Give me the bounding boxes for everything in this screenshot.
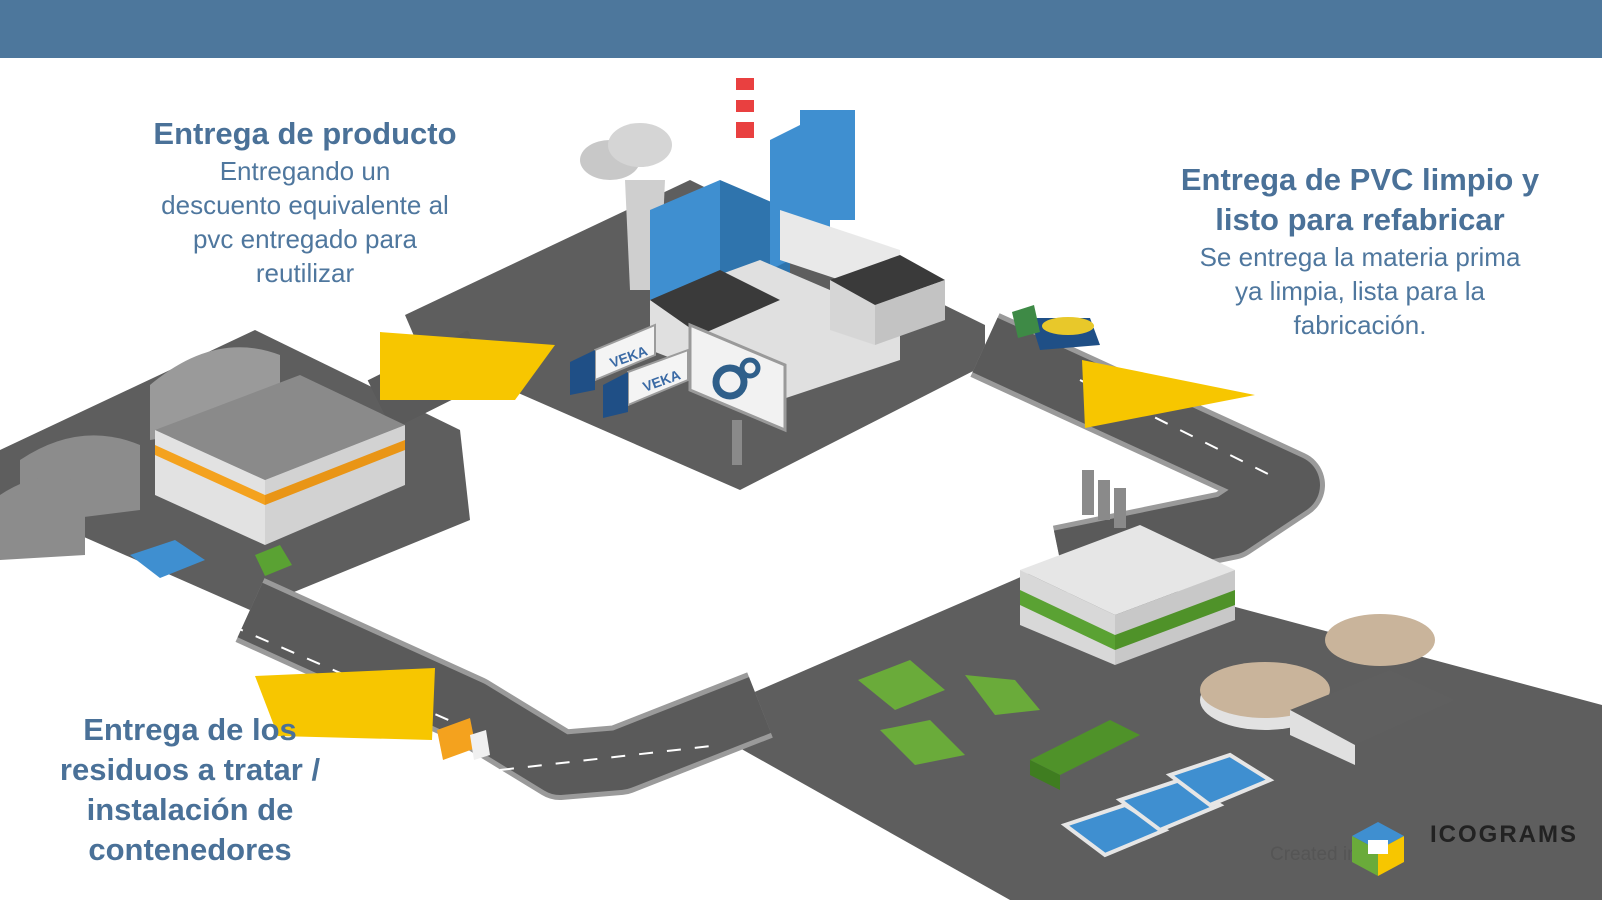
- icograms-logo: Created in ICOGRAMS: [1270, 818, 1590, 878]
- label-line: fabricación.: [1293, 310, 1427, 340]
- label-title: Entrega de producto: [153, 116, 457, 151]
- label-line: reutilizar: [255, 258, 355, 288]
- header-bar: [0, 0, 1602, 58]
- factory-icon: [580, 78, 945, 400]
- gear-billboard-icon: [688, 322, 787, 465]
- label-line: Se entrega la materia prima: [1199, 242, 1521, 272]
- label-line: descuento equivalente al: [161, 190, 449, 220]
- label-line: Entregando un: [219, 156, 391, 186]
- arrow-icon: [255, 332, 1255, 740]
- label-title: residuos a tratar /: [59, 752, 321, 787]
- recycling-plant-icon: [1020, 470, 1455, 858]
- label-waste-delivery: Entrega de los residuos a tratar / insta…: [50, 710, 330, 870]
- warehouse-icon: [0, 347, 405, 578]
- logo-created-text: Created in: [1270, 844, 1358, 865]
- truck-icon: [570, 323, 689, 418]
- label-title: Entrega de los: [83, 712, 297, 747]
- truck-icon: [437, 718, 490, 760]
- recycle-symbol-icon: [858, 660, 1040, 765]
- label-title: Entrega de PVC limpio y: [1180, 162, 1540, 197]
- label-title: contenedores: [88, 832, 292, 867]
- label-title: instalación de: [86, 792, 294, 827]
- label-pvc-delivery: Entrega de PVC limpio y listo para refab…: [1160, 160, 1560, 342]
- label-title: listo para refabricar: [1215, 202, 1505, 237]
- logo-icon: [1352, 822, 1404, 876]
- label-product-delivery: Entrega de producto Entregando un descue…: [130, 114, 480, 290]
- label-line: pvc entregado para: [192, 224, 418, 254]
- logo-brand-text: ICOGRAMS: [1430, 821, 1578, 848]
- truck-icon: [1012, 305, 1100, 350]
- label-line: ya limpia, lista para la: [1235, 276, 1485, 306]
